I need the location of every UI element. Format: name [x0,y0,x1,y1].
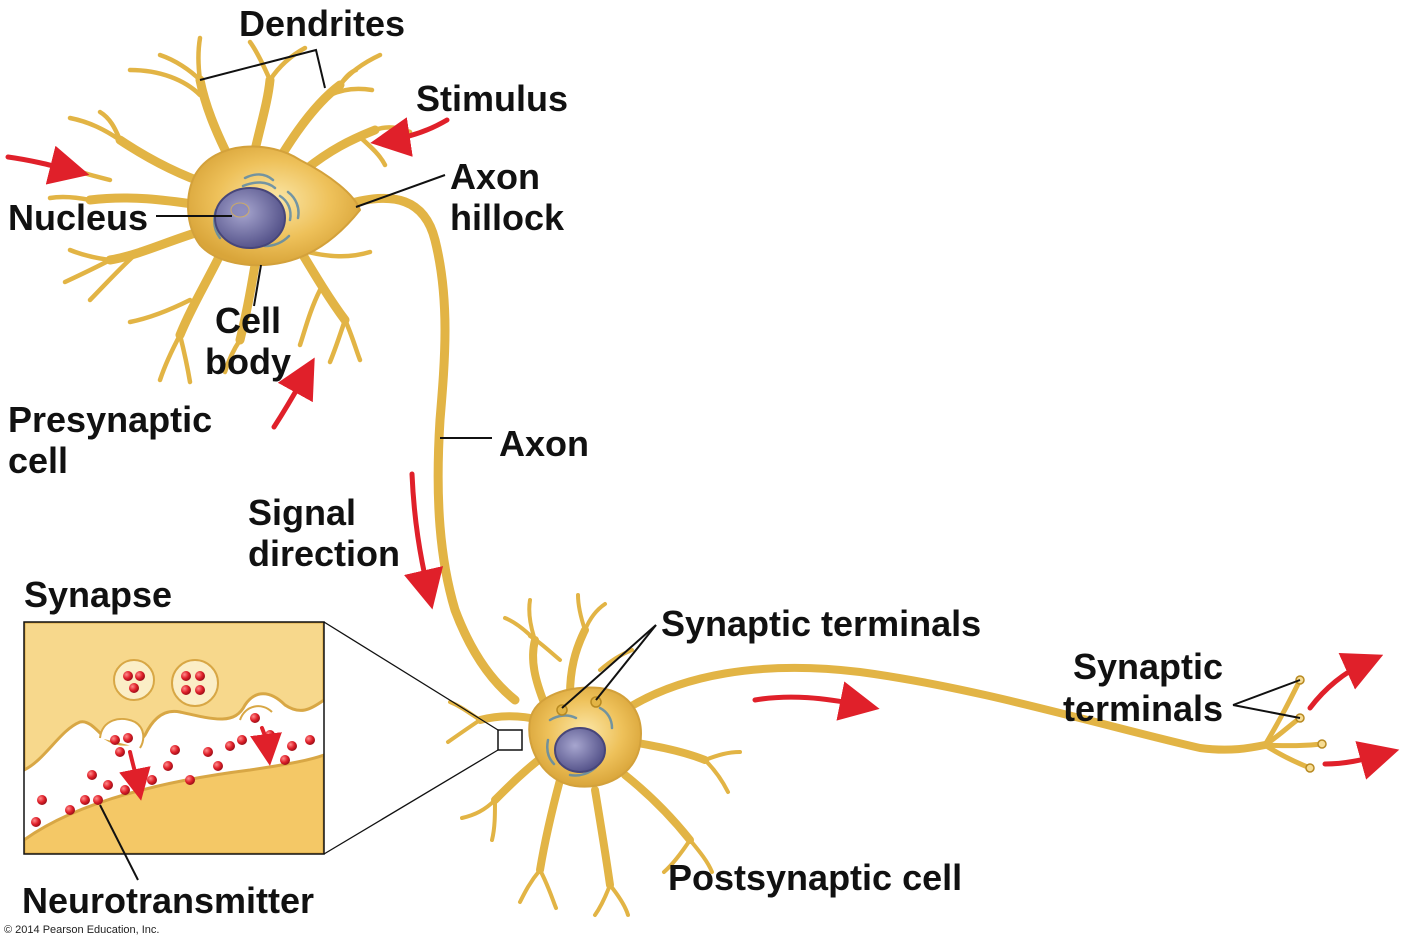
postsynaptic-neuron [446,593,1327,917]
dendrites-label: Dendrites [239,3,406,44]
nucleus-label: Nucleus [8,197,149,238]
synaptic-terminals-right-label-line1: Synaptic [1072,646,1224,687]
stimulus-label: Stimulus [416,78,569,119]
presynaptic-cell-label-line1: Presynaptic [8,399,213,440]
leader-lines [99,48,1301,881]
presynaptic-neuron [47,35,520,705]
copyright-notice: © 2014 Pearson Education, Inc. [4,924,160,936]
signal-direction-label-line2: direction [248,533,401,574]
synaptic-terminals-right-label-line2: terminals [1062,688,1224,729]
synapse-label: Synapse [24,574,173,615]
signal-direction-label-line1: Signal [248,492,357,533]
cell-body-label-line1: Cell [214,300,282,341]
neurotransmitter-molecules [31,671,315,827]
axon-hillock-label-line2: hillock [450,197,565,238]
postsynaptic-cell-label: Postsynaptic cell [668,857,963,898]
axon-label: Axon [499,423,589,464]
signal-arrows [5,117,1400,780]
zoom-indicator [323,621,523,855]
neurotransmitter-label: Neurotransmitter [22,880,315,921]
presynaptic-cell-label-line2: cell [8,440,69,481]
axon-hillock-label-line1: Axon [450,156,540,197]
synapse-zoom [23,621,325,855]
synaptic-terminals-label: Synaptic terminals [661,603,982,644]
cell-body-label-line2: body [205,341,291,382]
